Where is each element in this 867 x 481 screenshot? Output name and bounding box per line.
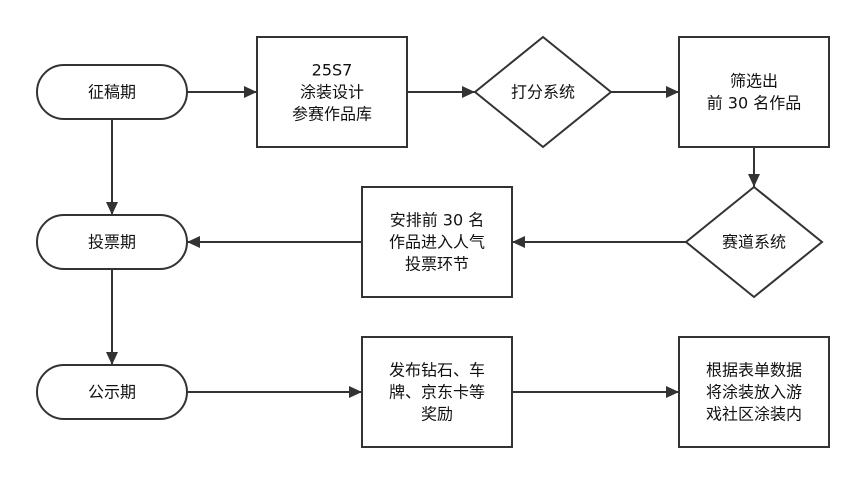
connector-announce-to-rewards <box>187 386 362 398</box>
connector-collect-to-voting <box>106 119 118 215</box>
node-label-line: 发布钻石、车 <box>389 361 485 380</box>
process-shape <box>361 336 513 448</box>
connector-shortlist-to-track <box>748 147 760 187</box>
node-label-line: 根据表单数据 <box>706 361 802 380</box>
arrowhead-icon <box>748 174 760 187</box>
arrowhead-icon <box>666 86 679 98</box>
arrowhead-icon <box>106 352 118 365</box>
terminator-shape <box>36 64 188 120</box>
process-shape <box>678 336 830 448</box>
node-announce: 公示期 <box>36 364 188 420</box>
connector-scoring-to-shortlist <box>611 86 679 98</box>
decision-shape <box>684 185 824 299</box>
node-label-line: 投票期 <box>88 233 136 252</box>
node-label-line: 奖励 <box>421 405 453 424</box>
arrowhead-icon <box>666 386 679 398</box>
node-label-line: 安排前 30 名 <box>390 211 485 230</box>
node-collect: 征稿期 <box>36 64 188 120</box>
node-label-line: 投票环节 <box>405 255 469 274</box>
node-label-line: 打分系统 <box>511 83 575 102</box>
terminator-shape <box>36 214 188 270</box>
process-shape <box>678 36 830 148</box>
node-label-line: 涂装设计 <box>300 83 364 102</box>
node-voting: 投票期 <box>36 214 188 270</box>
node-label-line: 戏社区涂装内 <box>706 405 802 424</box>
node-label-line: 筛选出 <box>730 72 778 91</box>
connector-track-to-popularity <box>512 236 686 248</box>
decision-shape <box>473 35 613 149</box>
connector-popularity-to-voting <box>187 236 362 248</box>
process-shape <box>256 36 408 148</box>
node-scoring: 打分系统 <box>473 35 613 149</box>
node-label-line: 参赛作品库 <box>292 105 372 124</box>
terminator-shape <box>36 364 188 420</box>
arrowhead-icon <box>187 236 200 248</box>
arrowhead-icon <box>349 386 362 398</box>
node-label-line: 作品进入人气 <box>389 233 485 252</box>
arrowhead-icon <box>512 236 525 248</box>
node-label-line: 赛道系统 <box>722 233 786 252</box>
node-label-line: 征稿期 <box>88 83 136 102</box>
node-label-line: 前 30 名作品 <box>707 94 802 113</box>
arrowhead-icon <box>244 86 257 98</box>
arrowhead-icon <box>106 202 118 215</box>
arrowhead-icon <box>462 86 475 98</box>
node-label-line: 将涂装放入游 <box>706 383 802 402</box>
node-track: 赛道系统 <box>684 185 824 299</box>
node-label-line: 牌、京东卡等 <box>389 383 485 402</box>
connector-voting-to-announce <box>106 269 118 365</box>
process-shape <box>361 186 513 298</box>
connector-library-to-scoring <box>407 86 475 98</box>
connector-rewards-to-deploy <box>512 386 679 398</box>
edges-layer <box>106 86 760 398</box>
node-label-line: 25S7 <box>312 61 353 80</box>
connector-collect-to-library <box>187 86 257 98</box>
node-label-line: 公示期 <box>88 383 136 402</box>
